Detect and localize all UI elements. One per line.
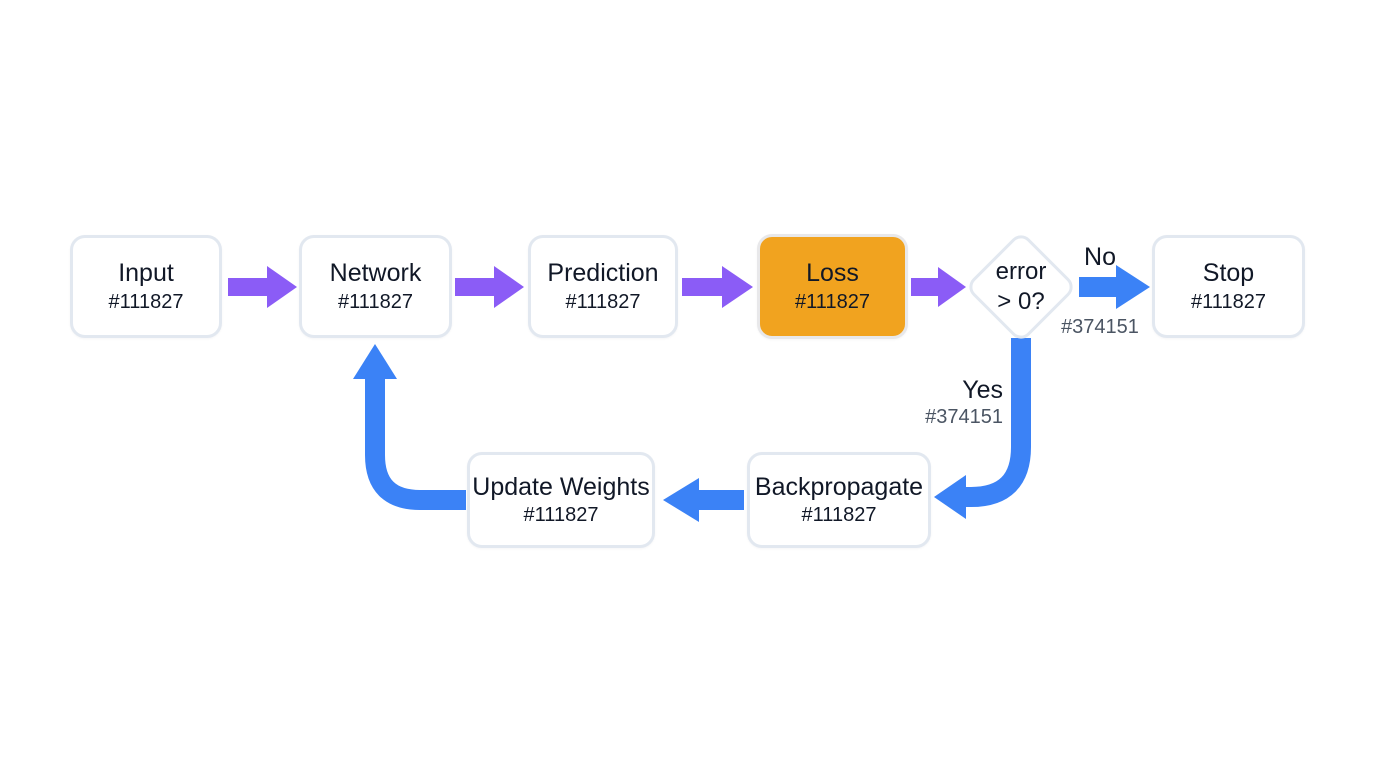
edge-decision-backpropagate: [934, 338, 1031, 519]
edge-loss-decision: [911, 267, 966, 307]
arrowhead-left-icon: [934, 475, 966, 519]
node-backpropagate: Backpropagate #111827: [747, 452, 931, 548]
edge-input-network: [228, 266, 297, 308]
node-sublabel: #111827: [565, 290, 641, 313]
node-sublabel: #111827: [795, 290, 870, 313]
edge-network-prediction: [455, 266, 524, 308]
node-sublabel: #111827: [1191, 290, 1266, 313]
node-label: Loss: [806, 259, 859, 288]
node-decision: error > 0?: [961, 247, 1081, 327]
edge-update-network: [353, 344, 466, 510]
node-label: Update Weights: [472, 472, 650, 501]
edge-prediction-loss: [682, 266, 753, 308]
edge-label-yes: Yes: [962, 376, 1003, 404]
node-input: Input #111827: [70, 235, 222, 338]
edge-label-yes-hex: #374151: [925, 406, 1003, 428]
node-sublabel: #111827: [523, 504, 599, 527]
node-prediction: Prediction #111827: [528, 235, 678, 338]
edge-decision-stop: [1079, 265, 1150, 309]
node-network: Network #111827: [299, 235, 452, 338]
node-label: Prediction: [547, 259, 659, 288]
node-label: Network: [329, 259, 422, 288]
node-loss: Loss #111827: [757, 234, 908, 339]
arrowhead-right-icon: [938, 267, 966, 307]
node-sublabel: #111827: [801, 504, 877, 527]
arrowhead-right-icon: [267, 266, 297, 308]
node-update-weights: Update Weights #111827: [467, 452, 655, 548]
arrowhead-right-icon: [494, 266, 524, 308]
arrowhead-left-icon: [663, 478, 699, 522]
edge-label-no-hex: #374151: [1061, 316, 1139, 338]
node-label: Input: [118, 259, 174, 288]
node-label: Stop: [1202, 259, 1255, 288]
arrowhead-up-icon: [353, 344, 397, 379]
arrowhead-right-icon: [1116, 265, 1150, 309]
node-stop: Stop #111827: [1152, 235, 1305, 338]
node-sublabel: #111827: [108, 290, 184, 313]
node-label: error: [995, 258, 1047, 286]
edge-label-no: No: [1084, 243, 1116, 271]
arrowhead-right-icon: [722, 266, 753, 308]
edge-backpropagate-update: [663, 478, 744, 522]
node-sublabel: > 0?: [997, 288, 1045, 315]
node-label: Backpropagate: [754, 472, 924, 501]
node-sublabel: #111827: [338, 290, 413, 313]
